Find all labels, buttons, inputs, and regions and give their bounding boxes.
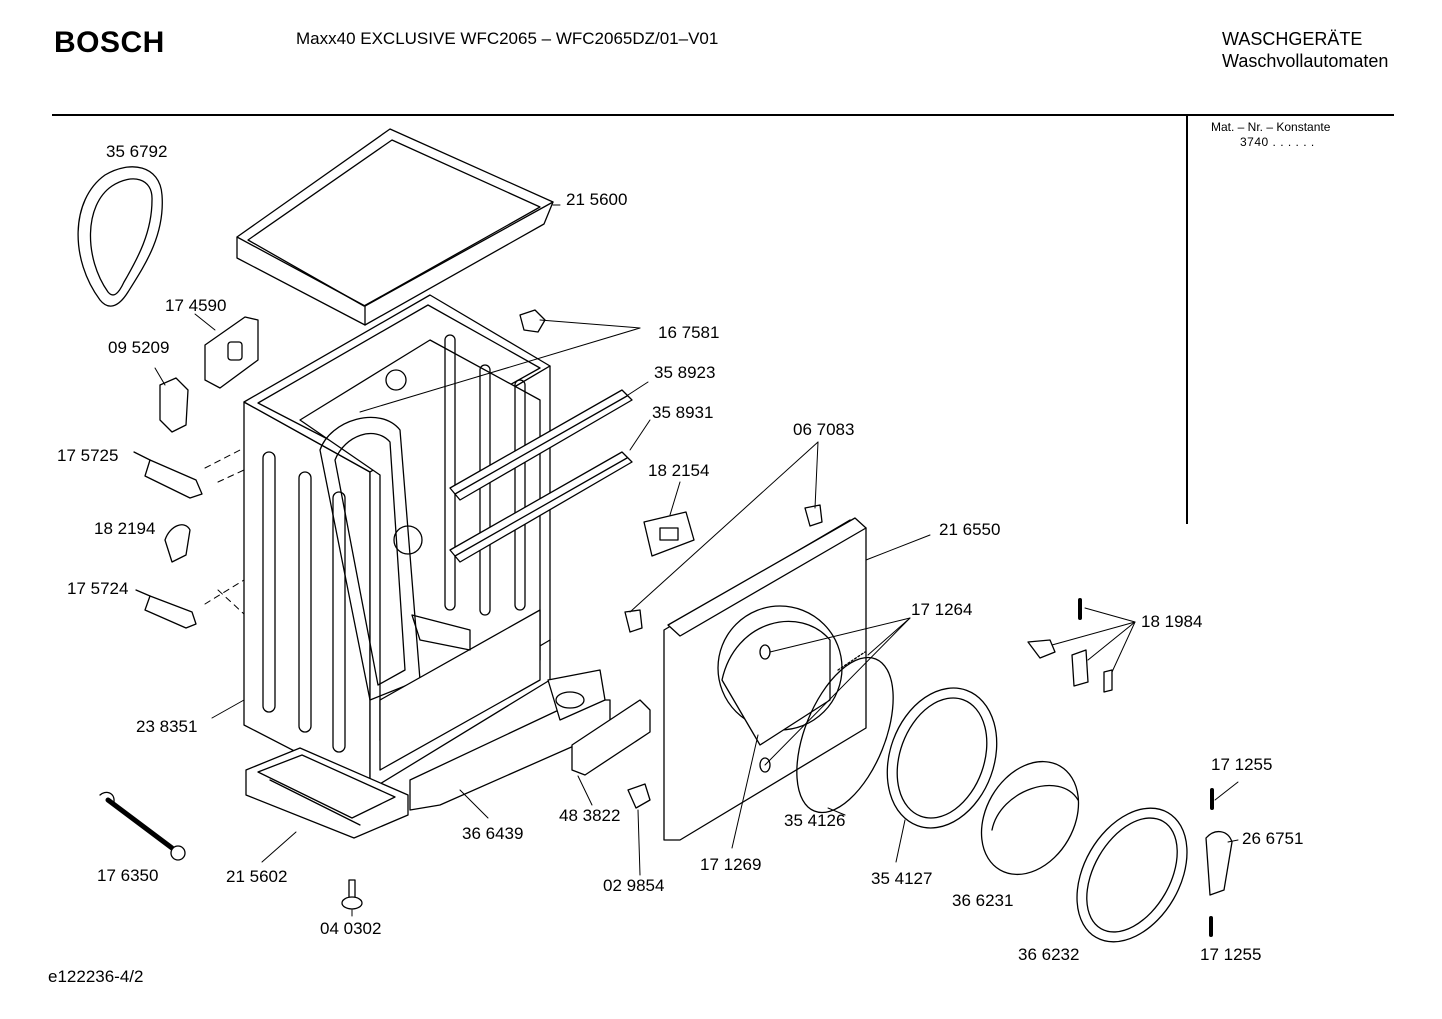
door-lock-part xyxy=(643,511,695,557)
screw-small-part-2 xyxy=(804,504,823,527)
door-glass-part xyxy=(980,760,1080,876)
info-box-divider xyxy=(1186,116,1188,524)
part-label-354126: 35 4126 xyxy=(784,811,846,830)
part-label-029854: 02 9854 xyxy=(603,876,665,895)
part-label-171269: 17 1269 xyxy=(700,855,762,874)
door-handle-part xyxy=(1205,831,1233,896)
wire-ring-part xyxy=(796,651,894,814)
part-label-238351: 23 8351 xyxy=(136,717,198,736)
screw-part xyxy=(341,879,363,910)
hinge-plate-part xyxy=(1071,649,1089,687)
part-label-182154: 18 2154 xyxy=(648,461,710,480)
part-label-366439: 36 6439 xyxy=(462,824,524,843)
part-label-215602: 21 5602 xyxy=(226,867,288,886)
part-label-215600: 21 5600 xyxy=(566,190,628,209)
screw-small-part xyxy=(624,609,643,633)
model-title: Maxx40 EXCLUSIVE WFC2065 – WFC2065DZ/01–… xyxy=(296,29,719,48)
part-label-171264: 17 1264 xyxy=(911,600,973,619)
switch-part xyxy=(627,783,651,809)
part-label-358931: 35 8931 xyxy=(652,403,714,422)
outer-door-ring-part xyxy=(1076,807,1188,943)
part-label-356792: 35 6792 xyxy=(106,142,168,161)
part-label-174590: 17 4590 xyxy=(165,296,227,315)
part-label-216550: 21 6550 xyxy=(939,520,1001,539)
hinge-lever-part xyxy=(1027,639,1056,659)
front-panel-part xyxy=(663,517,867,841)
part-label-366231: 36 6231 xyxy=(952,891,1014,910)
info-box-label: Mat. – Nr. – Konstante xyxy=(1211,120,1331,134)
shock-absorber-lower-part xyxy=(135,589,197,629)
part-label-182194: 18 2194 xyxy=(94,519,156,538)
shock-absorber-part xyxy=(133,451,203,499)
base-plate-part xyxy=(245,747,409,839)
part-label-040302: 04 0302 xyxy=(320,919,382,938)
info-box-value: 3740 . . . . . . xyxy=(1240,135,1315,149)
plinth-part xyxy=(409,669,611,811)
part-label-067083: 06 7083 xyxy=(793,420,855,439)
rail-upper-part xyxy=(449,389,633,501)
hook-part xyxy=(519,309,546,333)
part-label-176350: 17 6350 xyxy=(97,866,159,885)
part-label-358923: 35 8923 xyxy=(654,363,716,382)
part-label-266751: 26 6751 xyxy=(1242,829,1304,848)
part-label-354127: 35 4127 xyxy=(871,869,933,888)
part-label-181984: 18 1984 xyxy=(1141,612,1203,631)
gasket-part xyxy=(77,166,163,307)
part-label-483822: 48 3822 xyxy=(559,806,621,825)
clip-part xyxy=(159,377,189,433)
part-label-366232: 36 6232 xyxy=(1018,945,1080,964)
diagram-reference: e122236-4/2 xyxy=(48,967,144,986)
rail-lower-part xyxy=(449,451,633,563)
mount-part xyxy=(164,524,191,563)
wrench-tool xyxy=(99,791,186,861)
brand-logo: BOSCH xyxy=(54,26,165,59)
cabinet-body-part xyxy=(243,294,551,791)
part-label-171255-bottom: 17 1255 xyxy=(1200,945,1262,964)
inner-door-ring-part xyxy=(886,687,998,829)
part-label-167581: 16 7581 xyxy=(658,323,720,342)
part-label-171255-top: 17 1255 xyxy=(1211,755,1273,774)
bracket-part xyxy=(204,316,259,389)
key-part xyxy=(571,699,651,776)
top-cover-part xyxy=(236,128,554,326)
part-label-095209: 09 5209 xyxy=(108,338,170,357)
category-subtitle: Waschvollautomaten xyxy=(1222,51,1389,71)
header-divider xyxy=(52,114,1394,116)
part-label-175724: 17 5724 xyxy=(67,579,129,598)
category-title: WASCHGERÄTE xyxy=(1222,29,1363,49)
hinge-clip-part xyxy=(1103,669,1113,693)
leader-lines xyxy=(154,204,1239,917)
part-label-175725: 17 5725 xyxy=(57,446,119,465)
